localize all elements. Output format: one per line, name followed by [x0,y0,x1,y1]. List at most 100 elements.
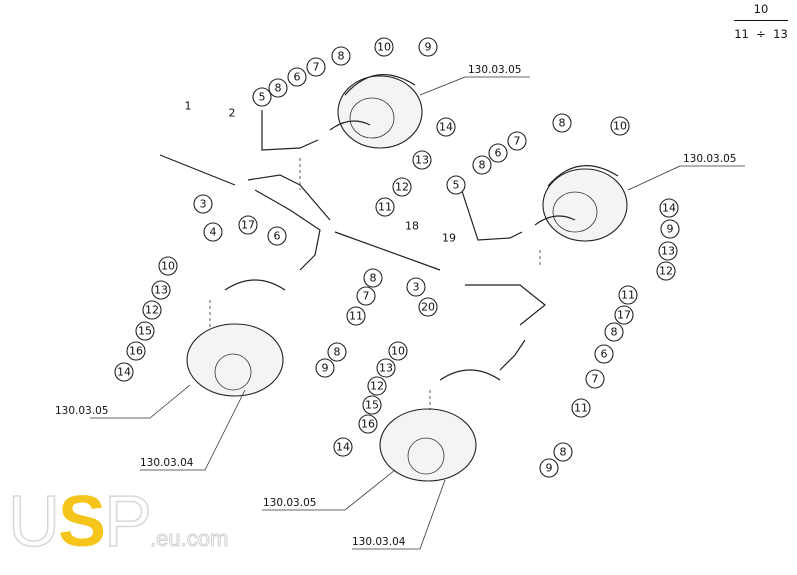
callout-number: 8 [334,346,341,359]
part-callout: 8 [363,268,383,288]
callout-circle [267,226,287,246]
callout-circle [585,369,605,389]
callout-circle [618,285,638,305]
part-callout: 12 [142,300,162,320]
callout-circle [406,277,426,297]
callout-number: 11 [378,201,392,214]
callout-number: 11 [349,310,363,323]
callout-number: 13 [661,245,675,258]
callout-number: 6 [294,71,301,84]
callout-circle [488,143,508,163]
front-right-caliper-assembly [379,369,501,482]
callout-number: 14 [336,441,350,454]
callout-circle [418,297,438,317]
callout-circle [539,458,559,478]
part-label: 18 [405,220,419,233]
part-callout: 20 [418,297,438,317]
callout-circle [571,398,591,418]
callout-number: 7 [514,135,521,148]
part-callout: 6 [287,67,307,87]
callout-circle [418,37,438,57]
callout-circle [610,116,630,136]
part-callout: 11 [571,398,591,418]
callout-number: 15 [138,325,152,338]
reference-code: 130.03.04 [140,457,194,469]
callout-number: 6 [274,230,281,243]
reference-code: 130.03.05 [468,64,521,76]
callout-number: 9 [322,362,329,375]
reference-code: 130.03.05 [263,497,316,509]
logo-letter-p: P [103,482,153,562]
callout-number: 13 [415,154,429,167]
callout-circle [436,117,456,137]
part-callout: 11 [618,285,638,305]
callout-number: 12 [395,181,409,194]
callout-number: 9 [667,223,674,236]
callout-number: 8 [560,446,567,459]
callout-number: 6 [601,348,608,361]
callout-circle [446,175,466,195]
part-callout: 9 [315,358,335,378]
part-callout: 7 [507,131,527,151]
part-callout: 16 [126,341,146,361]
callout-circle [412,150,432,170]
part-callout: 8 [604,322,624,342]
part-callout: 13 [658,241,678,261]
part-callout: 5 [252,87,272,107]
callout-number: 11 [574,402,588,415]
part-callout: 10 [374,37,394,57]
part-label: 19 [442,232,456,245]
part-callout: 13 [151,280,171,300]
part-callout: 6 [488,143,508,163]
usp-logo: USP.eu.com [7,485,229,575]
callout-number: 8 [370,272,377,285]
part-callout: 8 [268,78,288,98]
callout-circle [374,37,394,57]
callout-circle [362,395,382,415]
callout-circle [392,177,412,197]
callout-number: 3 [200,198,207,211]
callout-number: 10 [391,345,405,358]
callout-circle [306,57,326,77]
callout-circle [656,261,676,281]
callout-circle [604,322,624,342]
callout-number: 15 [365,399,379,412]
part-callout: 11 [375,197,395,217]
part-callout: 12 [392,177,412,197]
reference-code: 130.03.05 [683,153,736,165]
callout-number: 8 [611,326,618,339]
part-callout: 13 [412,150,432,170]
callout-number: 14 [117,366,131,379]
callout-number: 6 [495,147,502,160]
part-callout: 7 [585,369,605,389]
callout-number: 12 [145,304,159,317]
callout-circle [327,342,347,362]
callout-number: 7 [592,373,599,386]
callout-circle [126,341,146,361]
callout-number: 10 [613,120,627,133]
callout-circle [151,280,171,300]
callout-number: 12 [659,265,673,278]
reference-code: 130.03.05 [55,405,108,417]
callout-number: 13 [154,284,168,297]
part-callout: 14 [333,437,353,457]
callout-number: 3 [413,281,420,294]
part-callout: 9 [660,219,680,239]
callout-circle [203,222,223,242]
callout-number: 13 [379,362,393,375]
front-left-caliper-assembly [186,279,286,397]
callout-circle [594,344,614,364]
logo-letter-s: S [58,482,106,562]
logo-letter-u: U [7,482,61,562]
reference-leaders [90,76,745,550]
callout-number: 7 [363,290,370,303]
part-callout: 14 [659,198,679,218]
callout-number: 8 [479,159,486,172]
part-callout: 6 [267,226,287,246]
callout-circle [331,46,351,66]
range-from: 11 [734,27,749,41]
callout-number: 8 [559,117,566,130]
brake-pipes [159,110,546,410]
range-separator: ÷ [756,27,766,41]
